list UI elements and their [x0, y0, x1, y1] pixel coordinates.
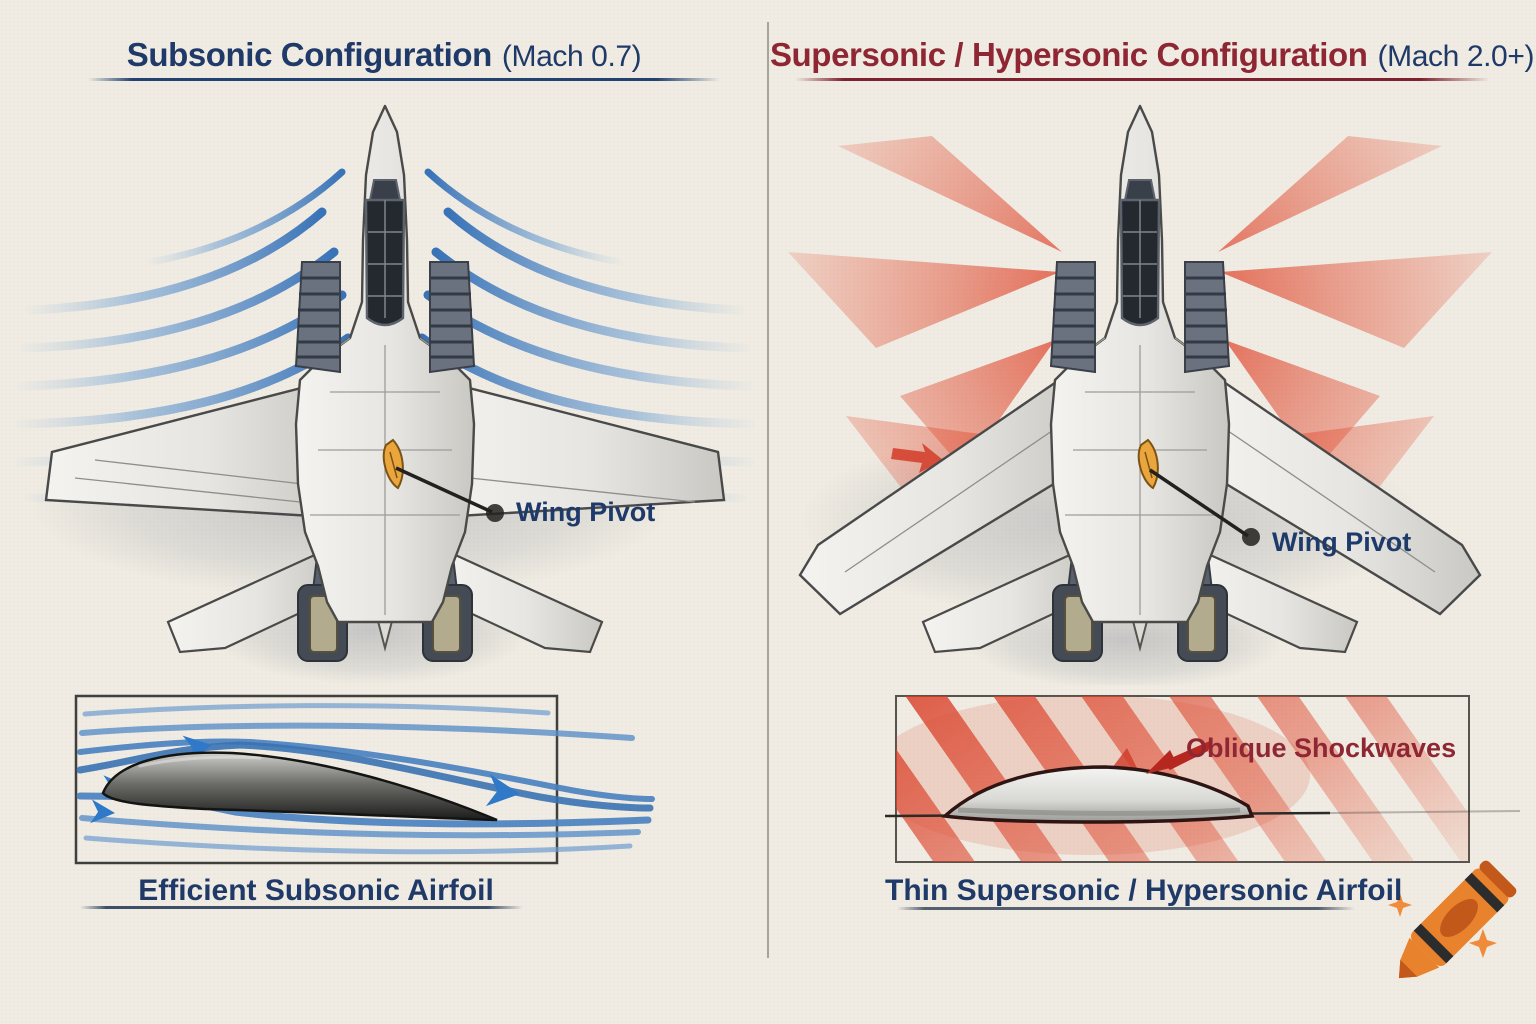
- left-pivot-leader: [395, 466, 504, 522]
- right-inset-caption: Thin Supersonic / Hypersonic Airfoil: [885, 874, 1403, 907]
- left-wing-pivot-label: Wing Pivot: [516, 497, 656, 527]
- left-panel-title: Subsonic Configuration(Mach 0.7): [0, 36, 768, 74]
- right-title-mach: (Mach 2.0+): [1377, 40, 1535, 73]
- left-inset-border: [74, 694, 559, 865]
- oblique-shockwaves-label: Oblique Shockwaves: [1186, 733, 1457, 763]
- left-inset-caption: Efficient Subsonic Airfoil: [138, 874, 494, 907]
- right-aircraft-group: [788, 104, 1492, 685]
- right-wing-pivot-label: Wing Pivot: [1272, 527, 1412, 557]
- shockwave-arrow: [1146, 740, 1212, 774]
- sparkle-icon: [1388, 893, 1497, 958]
- left-caption-underline: [80, 906, 523, 909]
- left-title-mach: (Mach 0.7): [501, 40, 642, 73]
- right-caption-underline: [897, 907, 1355, 910]
- aircraft-comparison-diagram: [15, 104, 1492, 685]
- supersonic-airfoil-shape: [940, 765, 1255, 824]
- right-title-underline: [795, 78, 1490, 81]
- right-title-text: Supersonic / Hypersonic Configuration: [769, 36, 1368, 73]
- left-title-text: Subsonic Configuration: [126, 36, 493, 73]
- subsonic-airfoil-inset: [74, 694, 655, 865]
- shockwave-cones: [788, 136, 1492, 494]
- shock-arrow: [891, 443, 943, 473]
- supersonic-airfoil-inset: [884, 695, 1521, 863]
- left-title-underline: [88, 78, 720, 81]
- subsonic-airfoil-shape: [101, 751, 498, 822]
- right-pivot-leader: [1149, 468, 1260, 546]
- right-panel-title: Supersonic / Hypersonic Configuration (Ma…: [768, 36, 1536, 74]
- panel-divider: [767, 22, 769, 958]
- inset-streamlines: [76, 703, 655, 855]
- left-aircraft-group: [15, 104, 750, 685]
- crayon-logo: [1388, 860, 1517, 979]
